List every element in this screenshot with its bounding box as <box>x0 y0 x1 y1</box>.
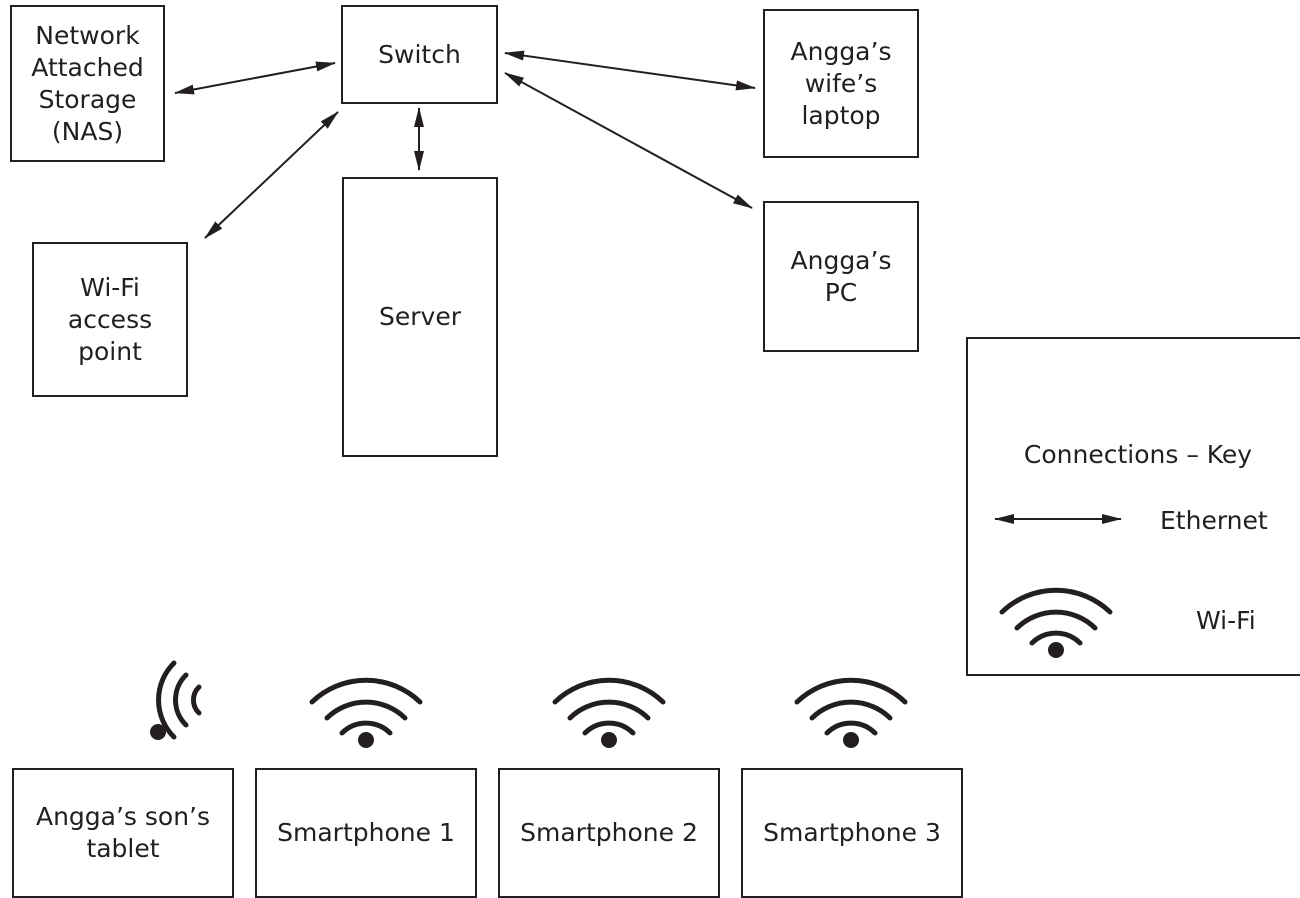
wifi-icon <box>552 677 666 748</box>
smartphone-1-label: Smartphone 1 <box>277 818 455 847</box>
pc-label: Angga’s PC <box>790 245 892 307</box>
smartphone-2-label: Smartphone 2 <box>520 818 698 847</box>
wifi-access-point-label: Wi-Fi access point <box>67 272 153 366</box>
smartphone-1-box: Smartphone 1 <box>255 768 477 898</box>
wifi-icon-dot <box>150 724 166 740</box>
nas-box: Network Attached Storage (NAS) <box>10 5 165 162</box>
switch-box: Switch <box>341 5 498 104</box>
wifi-icon <box>156 660 202 740</box>
nas-label: Network Attached Storage (NAS) <box>31 20 144 146</box>
wife-laptop-label: Angga’s wife’s laptop <box>790 36 892 130</box>
double-arrow-icon <box>994 514 1122 524</box>
wife-laptop-box: Angga’s wife’s laptop <box>763 9 919 158</box>
smartphone-3-label: Smartphone 3 <box>763 818 941 847</box>
wifi-icon <box>999 587 1113 658</box>
key-ethernet-label: Ethernet <box>1160 506 1268 535</box>
server-label: Server <box>379 302 461 331</box>
ethernet-link-nas-switch <box>174 61 336 95</box>
tablet-label: Angga’s son’s tablet <box>35 802 211 863</box>
ethernet-link-switch-pc <box>504 72 753 209</box>
smartphone-2-box: Smartphone 2 <box>498 768 720 898</box>
tablet-box: Angga’s son’s tablet <box>12 768 234 898</box>
wifi-icon <box>309 677 423 748</box>
key-wifi-label: Wi-Fi <box>1196 606 1256 635</box>
server-box: Server <box>342 177 498 457</box>
ethernet-link-switch-wife-laptop <box>504 50 756 91</box>
switch-label: Switch <box>378 39 461 69</box>
wifi-icon <box>794 677 908 748</box>
pc-box: Angga’s PC <box>763 201 919 352</box>
connections-key: Connections – Key Ethernet Wi-Fi <box>966 337 1300 676</box>
smartphone-3-box: Smartphone 3 <box>741 768 963 898</box>
ethernet-link-switch-wifi-ap <box>204 111 339 239</box>
wifi-access-point-box: Wi-Fi access point <box>32 242 188 397</box>
key-title: Connections – Key <box>1023 440 1253 469</box>
